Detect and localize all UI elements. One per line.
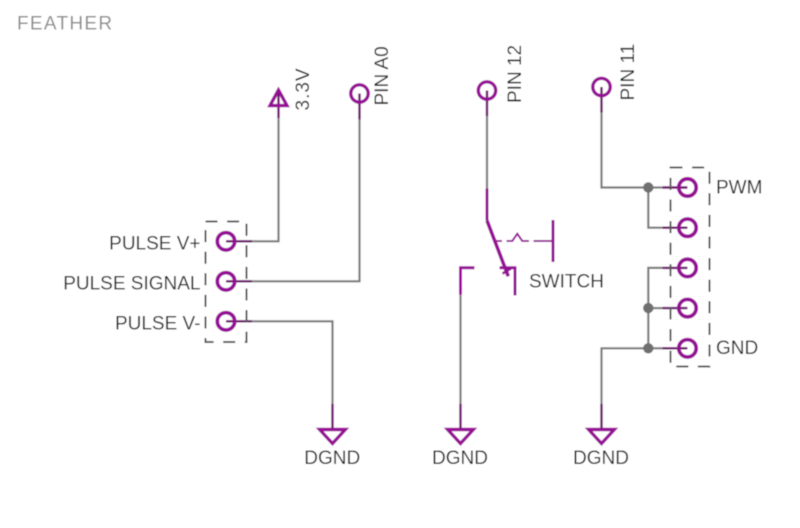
svg-text:PIN A0: PIN A0 [372,46,393,105]
svg-text:3.3V: 3.3V [293,67,314,110]
svg-text:PIN 11: PIN 11 [618,44,639,101]
svg-text:DGND: DGND [432,448,488,469]
svg-text:PULSE SIGNAL: PULSE SIGNAL [63,273,200,294]
svg-text:PULSE V-: PULSE V- [115,313,201,334]
svg-text:PWM: PWM [716,178,762,199]
svg-text:DGND: DGND [304,448,360,469]
svg-text:PIN 12: PIN 12 [505,45,526,103]
svg-text:FEATHER: FEATHER [17,13,113,34]
svg-text:PULSE V+: PULSE V+ [109,233,200,254]
svg-text:GND: GND [716,338,758,359]
svg-text:DGND: DGND [573,448,629,469]
svg-text:SWITCH: SWITCH [529,272,604,293]
